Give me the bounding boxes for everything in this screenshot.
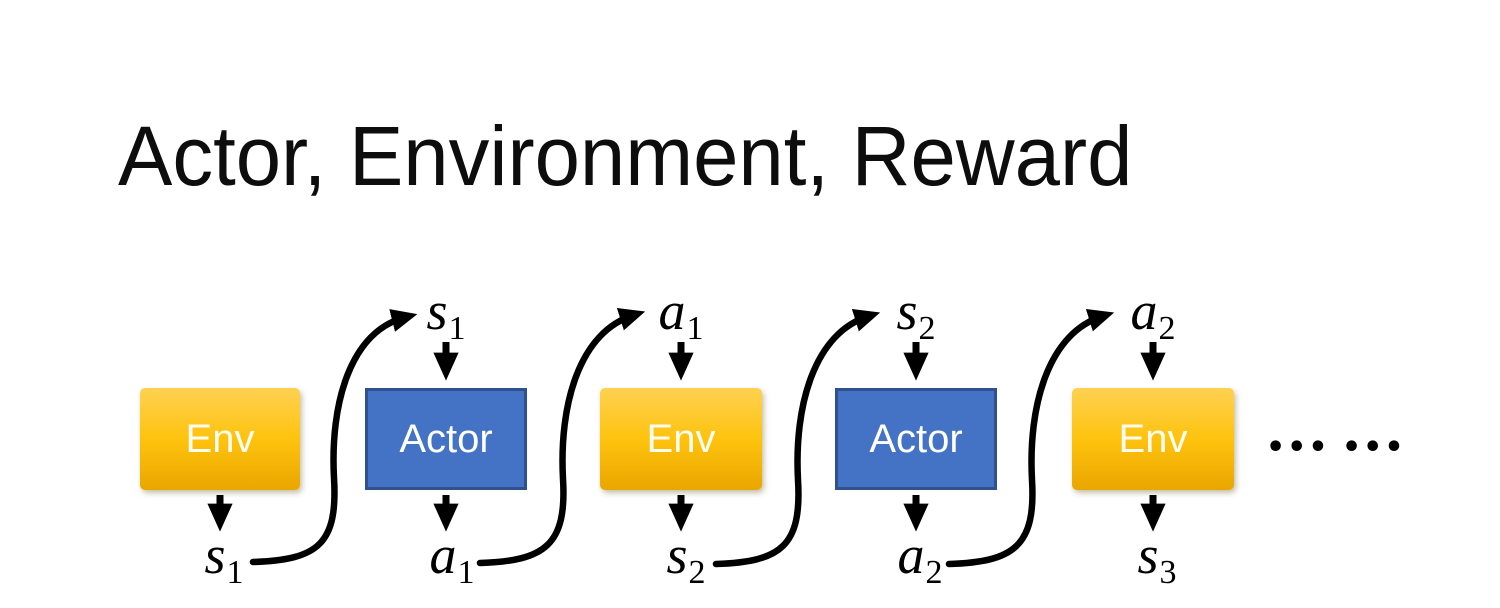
slide-title: Actor, Environment, Reward: [118, 109, 1133, 203]
bottom-label-a1: a1: [430, 528, 475, 590]
bottom-label-s2: s2: [666, 528, 705, 590]
top-label-s2: s2: [896, 284, 935, 346]
math-base: s: [426, 281, 448, 341]
math-sub: 2: [918, 310, 936, 347]
top-label-a2: a2: [1131, 284, 1176, 346]
math-base: a: [897, 525, 925, 585]
math-base: a: [658, 281, 686, 341]
top-label-a1: a1: [659, 284, 704, 346]
actor-box-2: Actor: [835, 388, 997, 490]
env-box-1: Env: [140, 388, 300, 490]
env-box-2: Env: [600, 388, 762, 490]
math-sub: 3: [1159, 554, 1177, 591]
env-box-3: Env: [1072, 388, 1234, 490]
math-base: s: [896, 281, 918, 341]
math-base: a: [1130, 281, 1158, 341]
math-base: a: [429, 525, 457, 585]
env-box-3-label: Env: [1118, 417, 1188, 461]
bottom-label-s3: s3: [1137, 528, 1176, 590]
env-box-2-label: Env: [646, 417, 716, 461]
actor-box-1-label: Actor: [399, 417, 493, 461]
math-sub: 1: [448, 310, 466, 347]
actor-box-2-label: Actor: [869, 417, 963, 461]
math-base: s: [666, 525, 688, 585]
env-box-1-label: Env: [185, 417, 255, 461]
math-base: s: [204, 525, 226, 585]
math-sub: 1: [686, 310, 704, 347]
math-sub: 2: [1158, 310, 1176, 347]
bottom-label-s1: s1: [204, 528, 243, 590]
bottom-label-a2: a2: [898, 528, 943, 590]
ellipsis-dots: ••• •••: [1266, 430, 1406, 465]
math-sub: 2: [688, 554, 706, 591]
math-base: s: [1137, 525, 1159, 585]
top-label-s1: s1: [426, 284, 465, 346]
math-sub: 1: [226, 554, 244, 591]
actor-box-1: Actor: [365, 388, 527, 490]
math-sub: 1: [457, 554, 475, 591]
math-sub: 2: [925, 554, 943, 591]
